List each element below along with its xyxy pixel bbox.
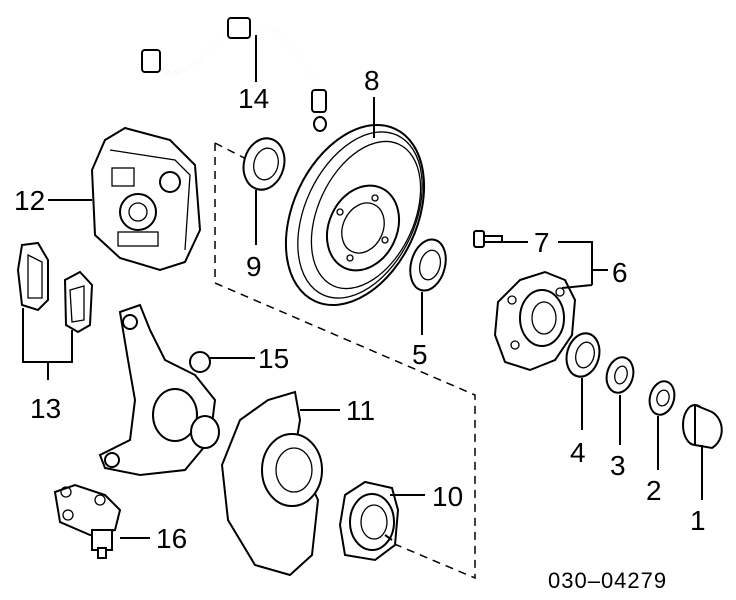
label-8: 8 [364, 65, 380, 96]
dashed-assembly-outline [214, 142, 476, 580]
brake-pads-part [16, 241, 94, 334]
leader-lines [22, 35, 703, 541]
steering-knuckle-part [98, 303, 220, 477]
label-16: 16 [156, 523, 187, 554]
washer-part [605, 356, 635, 394]
wheel-hub-part [493, 270, 577, 372]
drawing-code: 030–04279 [548, 568, 667, 593]
label-14: 14 [238, 83, 269, 114]
wheel-bolt-part [473, 230, 503, 248]
label-10: 10 [432, 481, 463, 512]
brake-disc-part [284, 124, 426, 306]
lock-nut-part [648, 380, 676, 416]
label-3: 3 [610, 450, 626, 481]
label-15: 15 [258, 343, 289, 374]
dust-shield-part [220, 390, 323, 577]
label-4: 4 [570, 437, 586, 468]
outer-bearing-part [409, 238, 447, 292]
seal-bracket-part [338, 480, 400, 562]
label-12: 12 [14, 185, 45, 216]
brake-hose-part [141, 17, 327, 132]
ball-joint-part [53, 483, 122, 559]
label-11: 11 [346, 395, 375, 426]
label-5: 5 [412, 339, 428, 370]
label-2: 2 [646, 475, 662, 506]
label-13: 13 [30, 393, 61, 424]
label-6: 6 [612, 257, 628, 288]
label-7: 7 [534, 227, 550, 258]
label-1: 1 [690, 505, 706, 536]
oil-seal-part [242, 137, 286, 191]
brake-caliper-part [90, 126, 202, 272]
hub-cap-part [682, 403, 723, 450]
inner-bearing-part [565, 332, 601, 378]
label-9: 9 [246, 251, 262, 282]
